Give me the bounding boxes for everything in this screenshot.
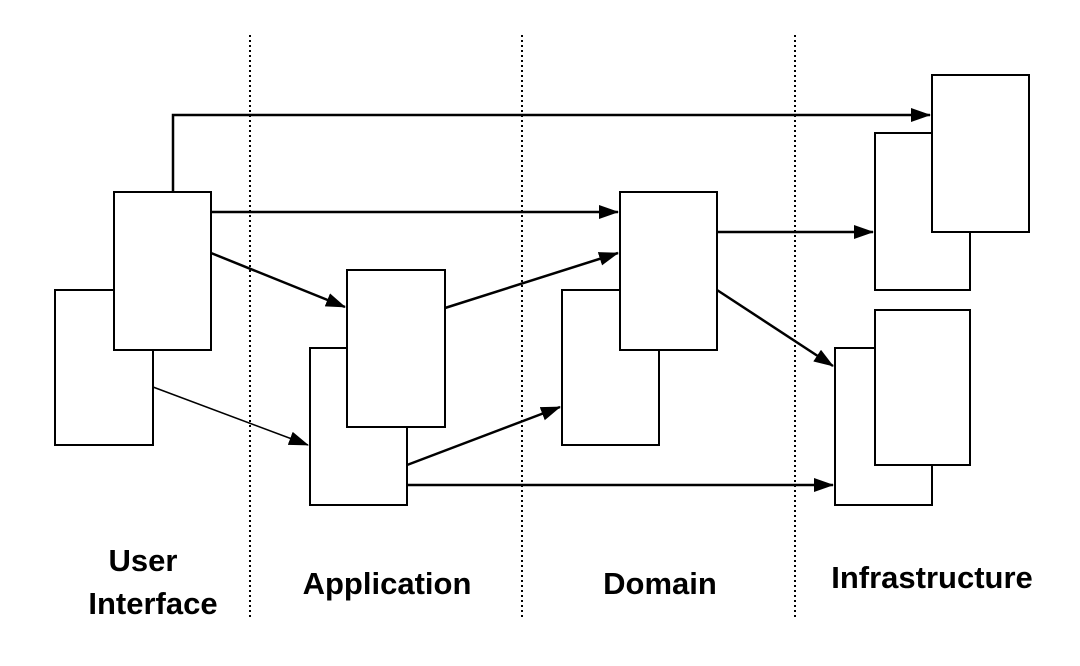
infra-top-front — [931, 74, 1030, 233]
arrow-ui-back-to-app-back — [152, 386, 309, 446]
label-application: Application — [303, 566, 472, 601]
label-user-interface-line2: Interface — [88, 586, 217, 621]
label-user-interface-line1: User — [109, 543, 178, 578]
domain-component-front — [619, 191, 718, 351]
arrow-app-back-to-domain-back — [406, 405, 561, 467]
ui-component-front — [113, 191, 212, 351]
arrow-ui-to-app — [210, 251, 346, 309]
app-component-front — [346, 269, 446, 428]
infra-bottom-front — [874, 309, 971, 466]
arrow-app-to-domain — [444, 251, 619, 310]
arrow-domain-to-infra-bottom — [716, 288, 834, 368]
label-infrastructure: Infrastructure — [831, 560, 1033, 595]
label-domain: Domain — [603, 566, 717, 601]
arrow-ui-to-infra — [171, 108, 931, 192]
